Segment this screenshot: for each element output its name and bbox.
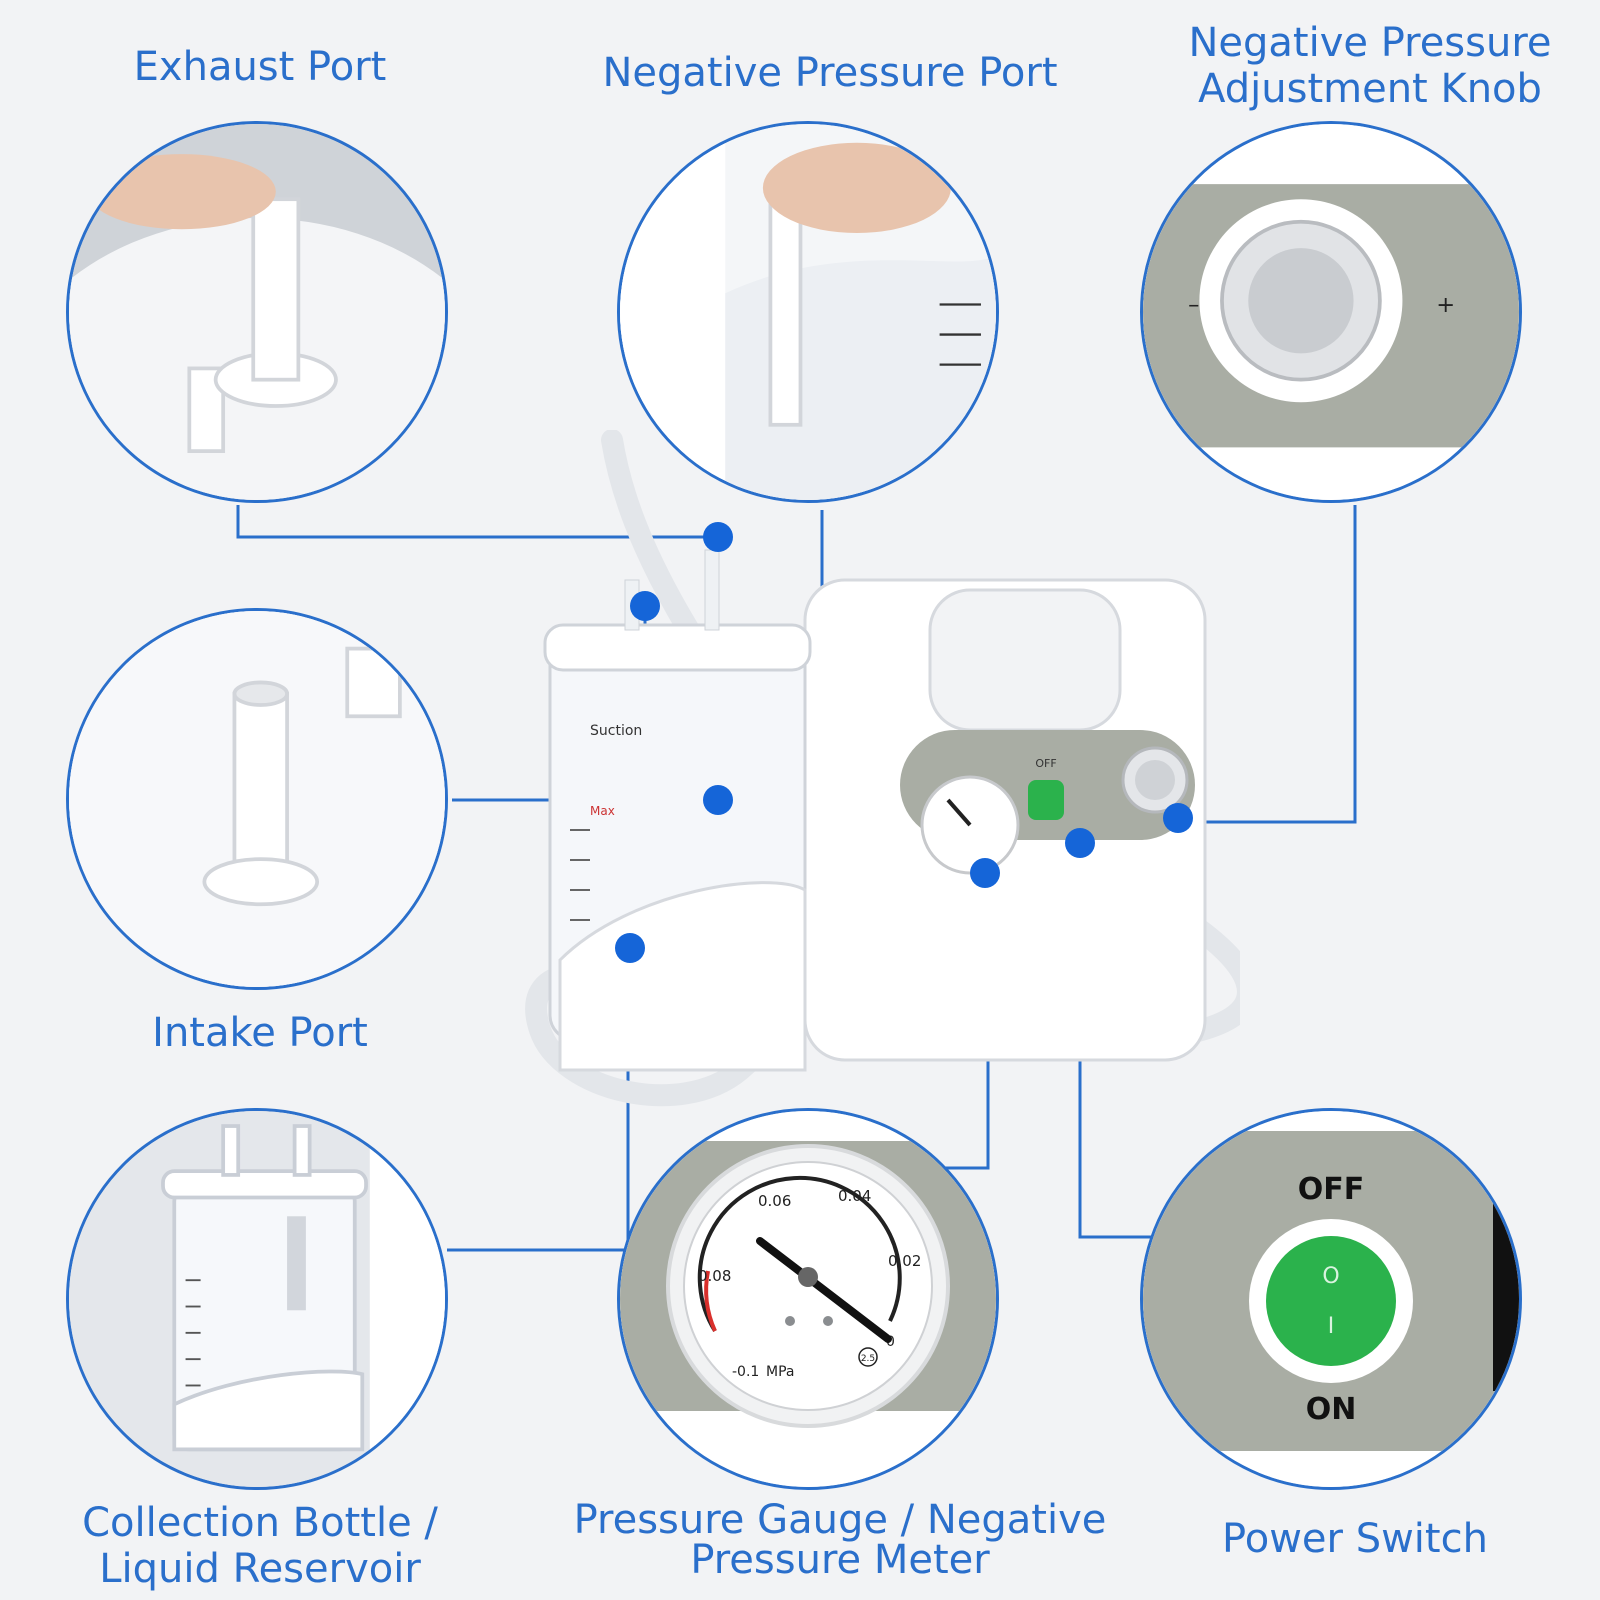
gauge-tick-004: 0.04 bbox=[838, 1187, 871, 1205]
gauge-tick-002: 0.02 bbox=[888, 1252, 921, 1270]
power-switch-photo: OFF ON O I bbox=[1143, 1111, 1519, 1487]
intake-port-photo bbox=[69, 611, 445, 987]
dot-exhaust-port bbox=[703, 522, 733, 552]
gauge-tick-006: 0.06 bbox=[758, 1192, 791, 1210]
label-negative-pressure-port: Negative Pressure Port bbox=[602, 50, 1058, 96]
bottle-holder bbox=[558, 881, 807, 1072]
gauge-unit: MPa bbox=[766, 1364, 794, 1380]
label-adjustment-knob: Negative Pressure Adjustment Knob bbox=[1150, 20, 1590, 112]
bubble-collection-bottle bbox=[66, 1108, 448, 1490]
bubble-intake-port bbox=[66, 608, 448, 990]
gauge-min-label: -0.1 bbox=[732, 1364, 759, 1380]
dot-adjustment-knob bbox=[1163, 803, 1193, 833]
adjustment-knob-photo: – + bbox=[1143, 124, 1519, 500]
switch-on-label: ON bbox=[1306, 1392, 1357, 1427]
gauge-needle bbox=[756, 1237, 892, 1343]
label-exhaust-port: Exhaust Port bbox=[133, 44, 387, 90]
carry-handle bbox=[928, 588, 1122, 732]
label-collection-bottle-line2: Liquid Reservoir bbox=[99, 1546, 421, 1592]
bubble-pressure-gauge: 0.06 0.04 0.08 0.02 -0.1 MPa 0 2.5 bbox=[617, 1108, 999, 1490]
line-knob bbox=[1178, 505, 1357, 824]
dot-intake-port bbox=[630, 591, 660, 621]
line-exhaust bbox=[236, 505, 718, 539]
label-collection-bottle: Collection Bottle / Liquid Reservoir bbox=[50, 1500, 470, 1592]
bubble-power-switch: OFF ON O I bbox=[1140, 1108, 1522, 1490]
dot-collection-bottle bbox=[615, 933, 645, 963]
pressure-gauge-photo: 0.06 0.04 0.08 0.02 -0.1 MPa 0 2.5 bbox=[620, 1111, 996, 1487]
label-pressure-gauge: Pressure Gauge / Negative Pressure Meter bbox=[560, 1500, 1120, 1580]
dot-power-switch bbox=[1065, 828, 1095, 858]
label-adjustment-knob-line1: Negative Pressure bbox=[1188, 20, 1552, 66]
collection-bottle-photo bbox=[69, 1111, 445, 1487]
label-pressure-gauge-line2: Pressure Meter bbox=[690, 1537, 990, 1583]
switch-symbol-off: O bbox=[1322, 1264, 1339, 1289]
suction-machine: OFF Suction Max bbox=[525, 430, 1240, 1107]
switch-off-label: OFF bbox=[1298, 1172, 1365, 1207]
bubble-exhaust-port bbox=[66, 121, 448, 503]
dot-pressure-gauge bbox=[970, 858, 1000, 888]
switch-symbol-on: I bbox=[1328, 1314, 1335, 1339]
mini-switch bbox=[1028, 780, 1064, 820]
gauge-class: 2.5 bbox=[861, 1354, 875, 1364]
label-intake-port: Intake Port bbox=[152, 1010, 368, 1056]
bottle-label: Suction bbox=[590, 723, 642, 739]
exhaust-port-photo bbox=[69, 124, 445, 500]
bottle-lid bbox=[543, 623, 812, 672]
bottle-max: Max bbox=[590, 804, 615, 818]
knob-plus: + bbox=[1436, 292, 1455, 318]
dot-negative-pressure-port bbox=[703, 785, 733, 815]
gauge-tick-008: 0.08 bbox=[698, 1267, 731, 1285]
label-power-switch: Power Switch bbox=[1222, 1516, 1488, 1562]
bubble-adjustment-knob: – + bbox=[1140, 121, 1522, 503]
label-pressure-gauge-line1: Pressure Gauge / Negative bbox=[573, 1497, 1107, 1543]
knob-minus: – bbox=[1188, 292, 1199, 318]
bubble-negative-pressure-port bbox=[617, 121, 999, 503]
label-collection-bottle-line1: Collection Bottle / bbox=[82, 1500, 438, 1546]
mini-switch-off: OFF bbox=[1035, 757, 1056, 770]
negative-pressure-port-photo bbox=[620, 124, 996, 500]
label-adjustment-knob-line2: Adjustment Knob bbox=[1198, 66, 1542, 112]
